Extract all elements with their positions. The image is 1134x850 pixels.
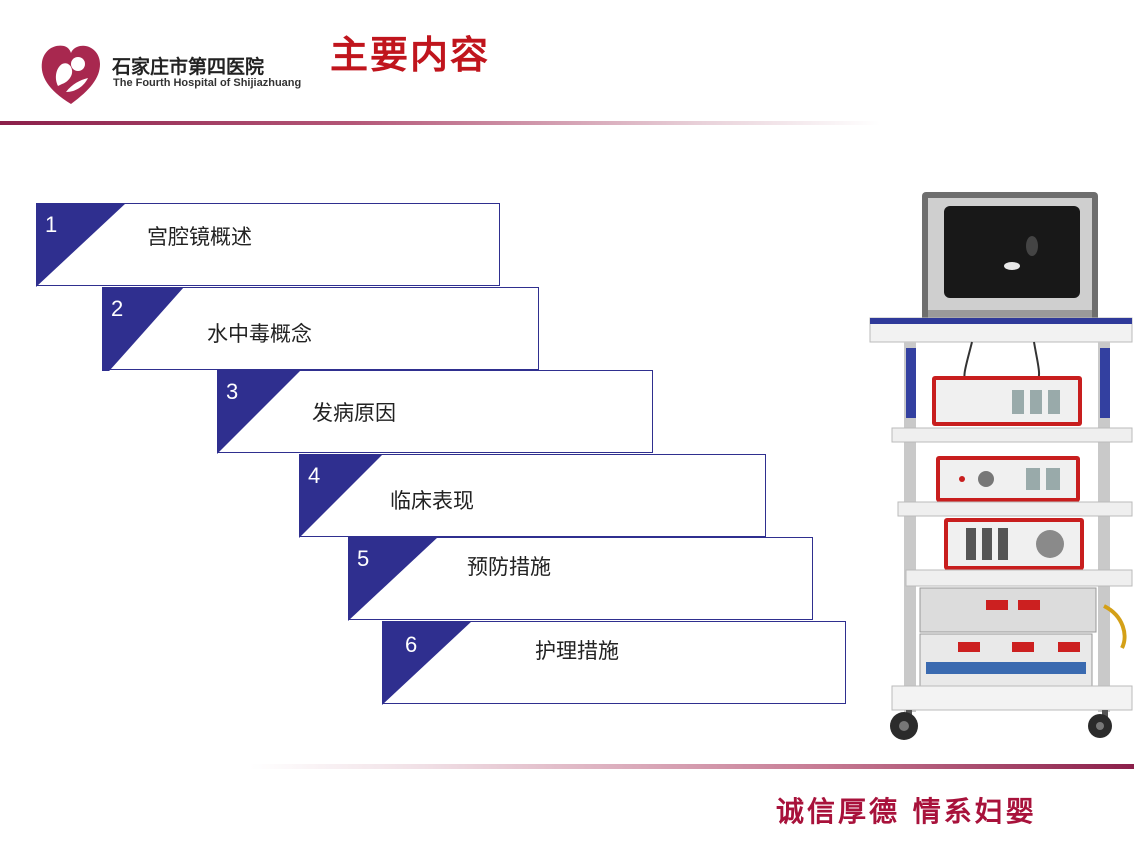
hospital-name-en: The Fourth Hospital of Shijiazhuang <box>113 77 302 89</box>
item-label: 发病原因 <box>312 401 396 425</box>
corner-triangle-icon <box>348 537 438 621</box>
agenda-item-6: 6 护理措施 <box>382 621 846 705</box>
item-label: 宫腔镜概述 <box>147 225 252 249</box>
footer-divider <box>250 764 1134 769</box>
agenda-item-1: 1 宫腔镜概述 <box>36 203 500 287</box>
item-number: 4 <box>308 463 321 488</box>
item-label: 护理措施 <box>535 639 619 663</box>
header-divider <box>0 121 880 125</box>
agenda-item-5: 5 预防措施 <box>348 537 813 621</box>
agenda-item-2: 2 水中毒概念 <box>102 287 539 371</box>
item-number: 6 <box>405 632 418 657</box>
item-label: 临床表现 <box>390 489 474 513</box>
item-number: 3 <box>226 379 239 404</box>
hospital-logo-icon <box>41 45 100 104</box>
corner-triangle-icon <box>217 370 301 454</box>
corner-triangle-icon <box>102 287 184 371</box>
item-label: 预防措施 <box>467 555 551 579</box>
item-number: 1 <box>45 212 58 237</box>
item-number: 5 <box>357 546 370 571</box>
item-number: 2 <box>111 296 124 321</box>
item-label: 水中毒概念 <box>207 322 312 346</box>
corner-triangle-icon <box>382 621 472 705</box>
footer-slogan: 诚信厚德 情系妇婴 <box>776 795 1037 828</box>
agenda-item-3: 3 发病原因 <box>217 370 653 454</box>
corner-triangle-icon <box>299 454 383 538</box>
hospital-name-cn: 石家庄市第四医院 <box>112 56 265 78</box>
page-title: 主要内容 <box>330 32 491 77</box>
corner-triangle-icon <box>36 203 126 287</box>
agenda-item-4: 4 临床表现 <box>299 454 766 538</box>
endoscopy-tower-image <box>869 192 1133 740</box>
